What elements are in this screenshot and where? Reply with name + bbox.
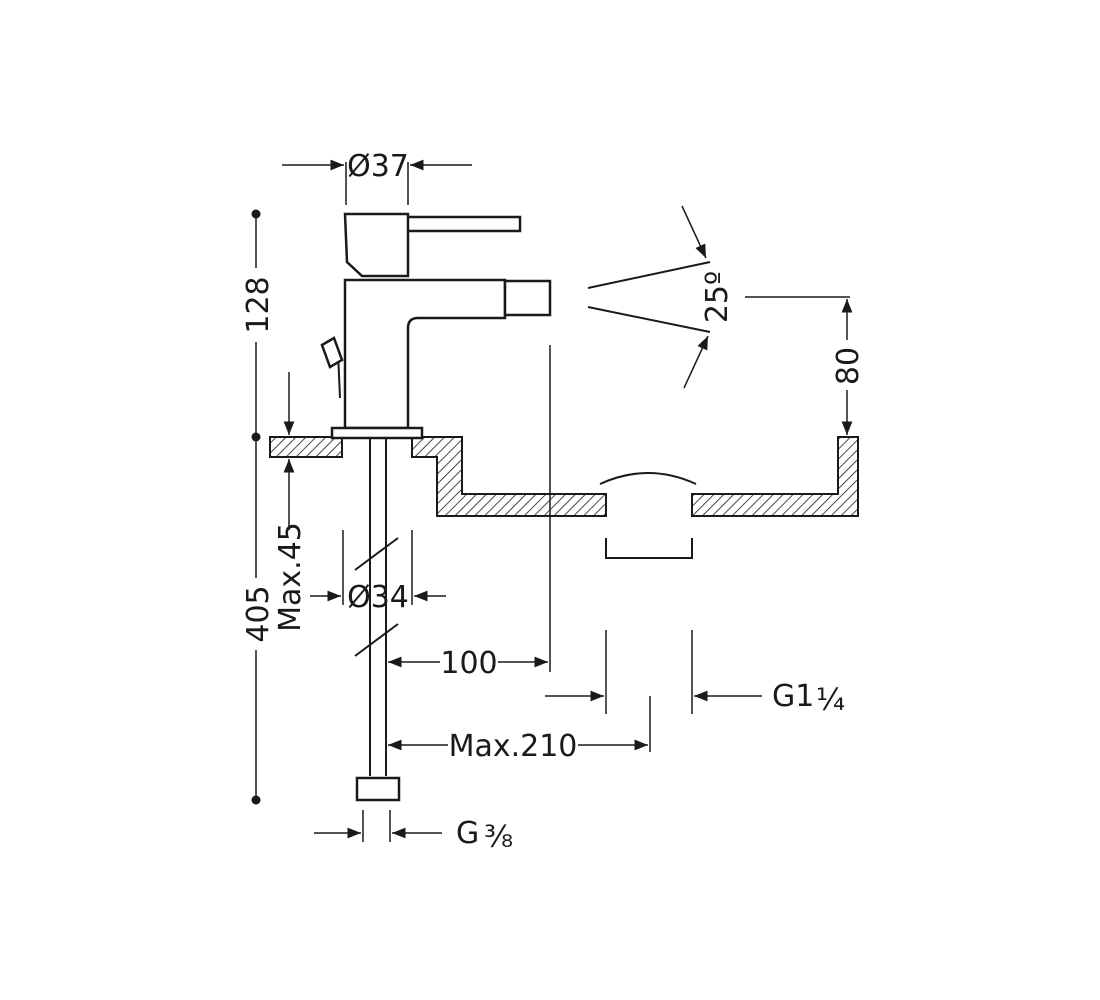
break-mark-lower [354,623,399,657]
main-body [343,278,507,430]
countertop-section [269,436,859,559]
label-max-thickness: Max.45 [273,522,308,632]
dim-waste-thread: G1 ¼ [545,630,845,718]
dim-spout-height: 80 [745,296,866,435]
mixer-body [320,212,552,802]
label-angle: 25º [700,271,735,323]
spray-line-lower [587,306,711,333]
label-max-distance: Max.210 [449,729,578,764]
pop-up-rod [320,336,344,399]
bidet-bowl-section-right [691,436,859,517]
label-waste-fraction: ¼ [816,683,845,718]
label-waste-thread: G1 [772,679,814,714]
label-reach: 100 [440,646,497,681]
break-mark-upper [354,537,399,571]
dim-reach: 100 [388,345,551,681]
inlet-fitting [355,776,401,802]
waste-outlet [605,538,693,559]
deck-left-slab [269,436,343,458]
dim-max-thickness: Max.45 [273,372,308,632]
cartridge-cap [343,212,410,278]
label-top-diameter: Ø37 [347,149,409,184]
label-shank-diameter: Ø34 [347,580,409,615]
label-height-total: 405 [241,585,276,642]
spout-aerator [503,279,552,317]
label-height-upper: 128 [241,276,276,333]
base-plate [330,426,424,440]
label-inlet-fraction: ⅜ [484,820,513,855]
label-spout-height: 80 [831,347,866,385]
spray-line-upper [587,261,711,289]
dim-top-diameter: Ø37 [282,149,472,205]
dim-spray-angle: 25º [587,205,735,389]
waste-arc [599,472,697,485]
lever-handle [404,215,522,233]
bidet-bowl-section-left [411,436,607,517]
dim-shank-diameter: Ø34 [310,530,446,615]
label-inlet-thread: G [456,816,479,851]
dim-max-distance: Max.210 [388,696,651,764]
dim-vertical-heights: 128 405 [241,209,276,805]
dim-inlet-thread: G ⅜ [314,810,513,855]
